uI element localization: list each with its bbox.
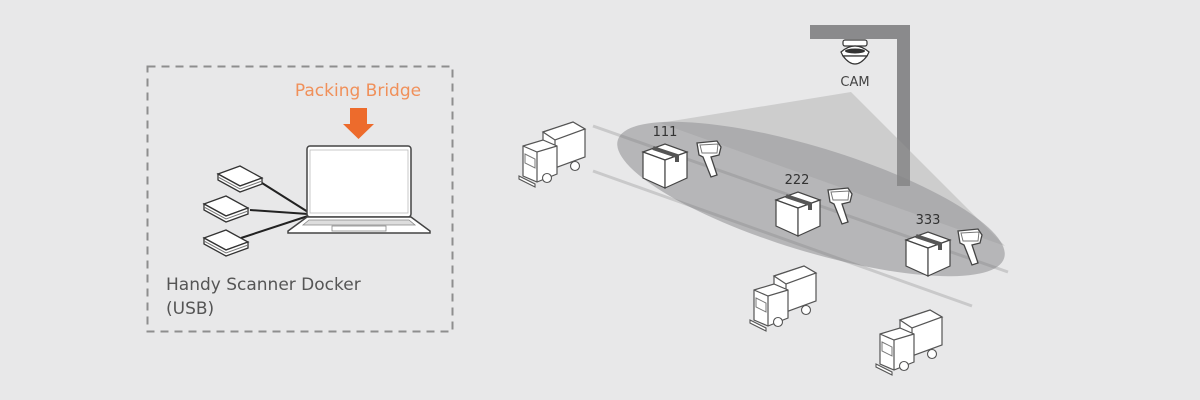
dashed-border xyxy=(146,65,454,333)
camera-view-cone xyxy=(660,92,1005,246)
package-box-icon xyxy=(641,142,689,190)
package-box-icon xyxy=(904,230,952,278)
scanner-docker-caption: Handy Scanner Docker xyxy=(166,275,361,295)
package-label: 333 xyxy=(916,213,941,228)
scanner-docker-caption-usb: (USB) xyxy=(166,299,214,319)
package-label: 111 xyxy=(653,125,678,140)
packing-bridge-panel: Packing Bridge Handy Scanner Docker (USB… xyxy=(146,65,454,333)
wall-bracket xyxy=(810,25,910,186)
package-label: 222 xyxy=(785,173,810,188)
delivery-truck-icon xyxy=(875,309,943,376)
conveyor-line xyxy=(592,169,973,308)
dome-camera-icon xyxy=(840,39,870,65)
camera-label: CAM xyxy=(840,75,869,90)
packing-bridge-title: Packing Bridge xyxy=(295,81,421,101)
package-box-icon xyxy=(774,190,822,238)
handy-scanner-dock-icon xyxy=(203,195,249,223)
down-arrow-icon xyxy=(343,108,374,139)
handy-scanner-dock-icon xyxy=(217,165,263,193)
laptop-icon xyxy=(287,145,431,234)
delivery-truck-icon xyxy=(518,121,586,188)
camera-scene: CAM 111 222 333 xyxy=(518,25,1009,376)
delivery-truck-icon xyxy=(749,265,817,332)
handy-scanner-dock-icon xyxy=(203,229,249,257)
usb-cables xyxy=(240,182,309,239)
